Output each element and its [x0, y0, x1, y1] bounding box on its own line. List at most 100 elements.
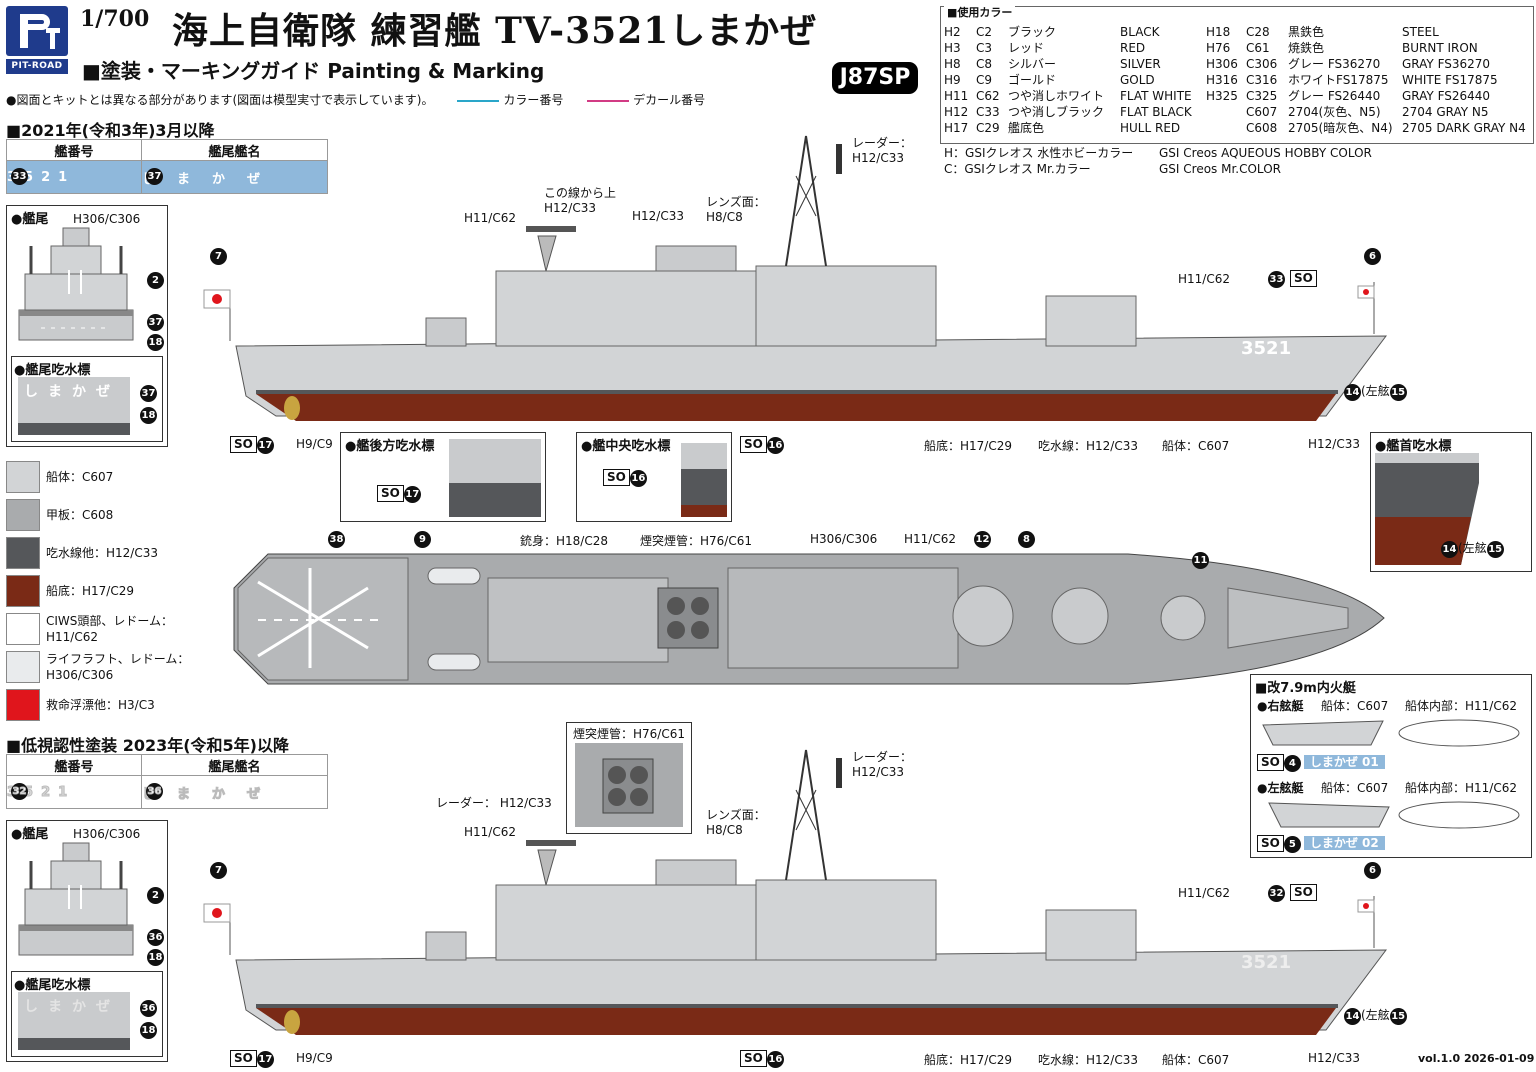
color-c: C316 [1246, 73, 1278, 87]
stern-name-header: 艦尾艦名 [141, 139, 328, 161]
stern-box-title: ●艦尾 [11, 827, 49, 842]
color-c: C62 [976, 89, 1000, 103]
port-interior-color: 船体内部：H11/C62 [1405, 781, 1517, 795]
section-2021-heading: ■2021年(令和3年)3月以降 [6, 121, 215, 140]
callout-bottom-2023: 船底：H17/C29 [924, 1053, 1012, 1067]
decal-7: 7 [210, 248, 227, 265]
color-c: C2 [976, 25, 993, 39]
swatch-label: 救命浮漂他：H3/C3 [46, 698, 155, 712]
draft-stern-name: しまかぜ [24, 384, 120, 400]
color-c: C28 [1246, 25, 1270, 39]
draft-stern-name: しまかぜ [24, 999, 120, 1015]
color-en: 2704 GRAY N5 [1402, 105, 1489, 119]
color-swatch [6, 575, 40, 607]
color-h: H17 [944, 121, 969, 135]
decal-12: 12 [974, 531, 991, 548]
color-h: H306 [1206, 57, 1238, 71]
callout-h12-2021: H12/C33 [632, 209, 684, 223]
color-c: C607 [1246, 105, 1278, 119]
hull-number-paint-lowvis: 3521 [1241, 952, 1291, 973]
swatch-row: 船体：C607 [6, 458, 189, 496]
footnote-c-jp: C：GSIクレオス Mr.カラー [944, 162, 1091, 176]
swatch-label: 甲板：C608 [46, 508, 114, 522]
decal-7: 7 [210, 862, 227, 879]
color-h: H12 [944, 105, 969, 119]
swatch-row: 甲板：C608 [6, 496, 189, 534]
callout-h306-plan: H306/C306 [810, 532, 878, 546]
decal-line-sample [587, 99, 630, 102]
mid-draft-title: ●艦中央吃水標 [581, 439, 671, 454]
color-jp: ブラック [1008, 25, 1057, 39]
swatch-row: CIWS頭部、レドーム： H11/C62 [6, 610, 189, 648]
decal-32: 32 [1268, 885, 1285, 902]
color-en: FLAT WHITE [1120, 89, 1192, 103]
decal-6: 6 [1364, 862, 1381, 879]
color-jp: グレー FS26440 [1288, 89, 1381, 103]
color-swatch [6, 461, 40, 493]
swatch-label: 船体：C607 [46, 470, 114, 484]
color-swatch [6, 613, 40, 645]
color-en: WHITE FS17875 [1402, 73, 1498, 87]
color-jp: つや消しブラック [1008, 105, 1105, 119]
funnel-inset: 煙突煙管：H76/C61 [566, 722, 692, 834]
hull-number-header: 艦番号 [6, 754, 142, 776]
decal-6: 6 [1364, 248, 1381, 265]
hull-number-paint: 3521 [1241, 338, 1291, 359]
footnote-c-en: GSI Creos Mr.COLOR [1159, 162, 1281, 176]
decal-18: 18 [147, 334, 164, 351]
ship-side-view-2023: 3521 [203, 749, 1388, 1035]
page-subtitle: ■塗装・マーキングガイド Painting & Marking [82, 59, 545, 83]
color-jp: 焼鉄色 [1288, 41, 1325, 55]
color-swatch [6, 499, 40, 531]
version-label: vol.1.0 2026-01-09 [1418, 1052, 1535, 1065]
callout-funnel-plan: 煙突煙管：H76/C61 [640, 534, 752, 548]
color-c: C29 [976, 121, 1000, 135]
color-h: H325 [1206, 89, 1238, 103]
callout-lens-2021: レンズ面： H8/C8 [706, 195, 766, 224]
color-en: HULL RED [1120, 121, 1181, 135]
pit-road-logo: PIT-ROAD [6, 6, 68, 76]
decal-18: 18 [140, 1022, 157, 1039]
color-en: 2705 DARK GRAY N4 [1402, 121, 1526, 135]
color-table [940, 6, 1534, 144]
footnote-h-jp: H：GSIクレオス 水性ホビーカラー [944, 146, 1134, 160]
color-c: C8 [976, 57, 993, 71]
color-swatch [6, 651, 40, 683]
decal-33: 33 [1268, 271, 1285, 288]
footnote-h-en: GSI Creos AQUEOUS HOBBY COLOR [1159, 146, 1372, 160]
callout-h11-plan: H11/C62 [904, 532, 956, 546]
decal-2: 2 [147, 887, 164, 904]
decal-37: 37 [147, 314, 164, 331]
color-en: GRAY FS36270 [1402, 57, 1491, 71]
decal-8: 8 [1018, 531, 1035, 548]
color-jp: レッド [1008, 41, 1045, 55]
decal-number: 33 [11, 168, 28, 185]
color-h: H76 [1206, 41, 1231, 55]
color-en: GOLD [1120, 73, 1155, 87]
swatch-row: ライフラフト、レドーム： H306/C306 [6, 648, 189, 686]
stern-view-box-2023: ●艦尾 H306/C306 2 36 18 ●艦尾吃水標 しまかぜ 36 18 [6, 820, 168, 1062]
diagram-note: ●図面とキットとは異なる部分があります(図面は模型実寸で表示しています)。 [6, 93, 434, 107]
so-badge: SO [1290, 884, 1317, 901]
swatch-label: 吃水線他：H12/C33 [46, 546, 158, 560]
swatch-row: 吃水線他：H12/C33 [6, 534, 189, 572]
callout-gun-barrel: 銃身：H18/C28 [520, 534, 608, 548]
swatch-row: 救命浮漂他：H3/C3 [6, 686, 189, 724]
swatch-label: ライフラフト、レドーム： H306/C306 [46, 652, 190, 682]
